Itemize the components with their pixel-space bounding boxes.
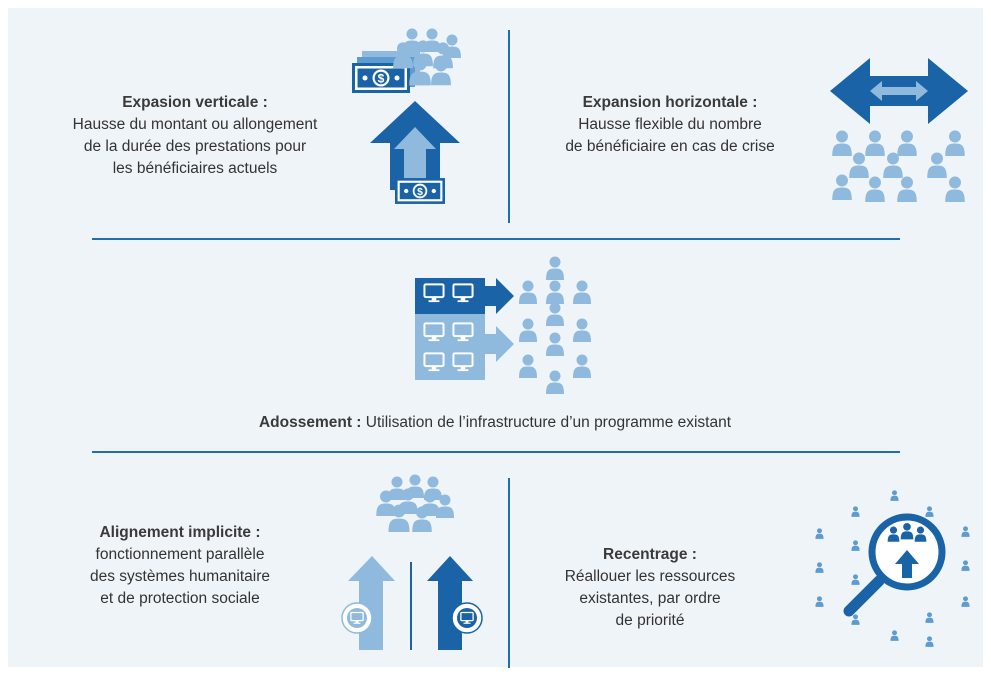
refocusing-title: Recentrage : — [603, 546, 697, 563]
people-grid-icon — [832, 130, 965, 202]
right-arrow-icon — [485, 278, 514, 362]
refocusing-line-2: existantes, par ordre — [579, 590, 721, 607]
alignment-line-2: des systèmes humanitaire — [89, 568, 271, 585]
up-arrow-icon — [895, 550, 919, 578]
alignment-illustration — [341, 474, 483, 650]
vertical-expansion-line-3: les bénéficiaires actuels — [112, 160, 278, 177]
dollar-bill-icon — [395, 178, 445, 204]
vertical-expansion-text: Expasion verticale : Hausse du montant o… — [40, 92, 350, 180]
horizontal-expansion-text: Expansion horizontale : Hausse flexible … — [540, 92, 800, 158]
up-arrow-icon — [370, 101, 460, 190]
refocusing-text: Recentrage : Réallouer les ressources ex… — [530, 544, 770, 632]
alignment-title: Alignement implicite : — [99, 524, 261, 541]
horizontal-expansion-line-2: de bénéficiaire en cas de crise — [565, 138, 775, 155]
alignment-text: Alignement implicite : fonctionnement pa… — [40, 522, 320, 610]
refocusing-line-1: Réallouer les ressources — [564, 568, 736, 585]
vertical-expansion-title: Expasion verticale : — [122, 94, 268, 111]
horizontal-divider-1 — [92, 238, 900, 240]
piggyback-title: Adossement : — [258, 414, 362, 431]
horizontal-expansion-title: Expansion horizontale : — [582, 94, 758, 111]
vertical-expansion-illustration — [352, 28, 461, 204]
alignment-line-3: et de protection sociale — [100, 590, 260, 607]
horizontal-expansion-illustration — [830, 58, 968, 202]
vertical-expansion-line-1: Hausse du montant ou allongement — [72, 116, 318, 133]
people-group-icon — [376, 474, 454, 532]
alignment-line-1: fonctionnement parallèle — [95, 546, 265, 563]
vertical-divider-top — [508, 30, 510, 223]
refocusing-line-3: de priorité — [615, 612, 685, 629]
double-headed-arrow-icon — [830, 58, 968, 124]
horizontal-expansion-line-1: Hausse flexible du nombre — [578, 116, 762, 133]
vertical-divider-bottom — [508, 478, 510, 668]
refocusing-illustration — [815, 490, 970, 647]
people-grid-icon — [519, 256, 591, 394]
computer-screens-icon — [415, 278, 485, 380]
vertical-expansion-line-2: de la durée des prestations pour — [83, 138, 307, 155]
piggyback-description: Utilisation de l’infrastructure d’un pro… — [365, 414, 732, 431]
piggyback-text: Adossement : Utilisation de l’infrastruc… — [100, 412, 890, 434]
alignment-divider — [410, 562, 412, 650]
piggyback-illustration — [415, 256, 591, 394]
horizontal-divider-2 — [92, 451, 900, 453]
computer-badge-icon — [341, 602, 483, 634]
